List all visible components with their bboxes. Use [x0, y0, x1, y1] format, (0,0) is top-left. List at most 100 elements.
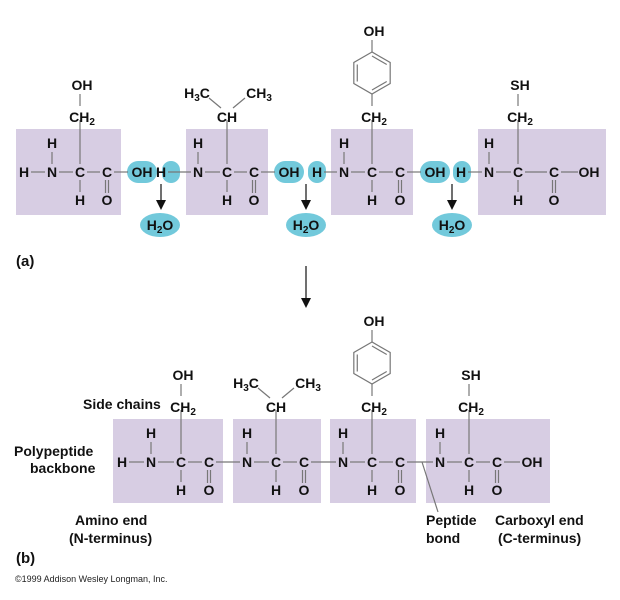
oxygen-atom: O: [299, 482, 310, 498]
amino-acid-box-3: [330, 419, 416, 503]
peptide-bond-label: Peptide: [426, 512, 477, 528]
side-chain-ch: CH: [217, 109, 237, 125]
nitrogen-atom: N: [484, 164, 494, 180]
oxygen-atom: O: [395, 482, 406, 498]
hydrogen-atom: H: [47, 135, 57, 151]
side-chain-h3c: H3C: [233, 375, 259, 394]
copyright: ©1999 Addison Wesley Longman, Inc.: [15, 574, 168, 584]
alpha-carbon: C: [271, 454, 281, 470]
carboxyl-end-label: (C-terminus): [498, 530, 581, 546]
water-molecule: H2O: [147, 217, 174, 236]
carbonyl-carbon: C: [395, 454, 405, 470]
polypeptide-backbone-label: backbone: [30, 460, 96, 476]
carbonyl-carbon: C: [299, 454, 309, 470]
amino-end-label: Amino end: [75, 512, 147, 528]
carboxyl-oh: OH: [579, 164, 600, 180]
nitrogen-atom: N: [193, 164, 203, 180]
hydrogen-atom: H: [484, 135, 494, 151]
polypeptide-backbone-label: Polypeptide: [14, 443, 94, 459]
panel-b-label: (b): [16, 550, 35, 567]
bond-line: [232, 97, 246, 109]
nitrogen-atom: N: [47, 164, 57, 180]
side-chain-oh: OH: [173, 367, 194, 383]
water-highlight: [432, 213, 472, 237]
peptide-bond-label: bond: [426, 530, 460, 546]
carboxyl-end-label: Carboxyl end: [495, 512, 584, 528]
side-chain-ch2: CH2: [458, 399, 484, 418]
arrow-down-icon: [301, 200, 311, 210]
arrow-down-icon: [447, 200, 457, 210]
water-molecule: H2O: [439, 217, 466, 236]
side-chain-sh: SH: [510, 77, 529, 93]
hydrogen-atom: H: [75, 192, 85, 208]
side-chain-ch2: CH2: [361, 399, 387, 418]
side-chain-h3c: H3C: [184, 85, 210, 104]
amino-end-label: (N-terminus): [69, 530, 152, 546]
alpha-carbon: C: [222, 164, 232, 180]
alpha-carbon: C: [367, 164, 377, 180]
hydrogen-atom: H: [117, 454, 127, 470]
peptide-bond-pointer: [421, 461, 439, 513]
oxygen-atom: O: [549, 192, 560, 208]
bond-line: [257, 387, 271, 399]
panel-a-label: (a): [16, 253, 34, 270]
nitrogen-atom: N: [146, 454, 156, 470]
hydrogen-atom: H: [435, 425, 445, 441]
side-chain-sh: SH: [461, 367, 480, 383]
side-chain-ch2: CH2: [170, 399, 196, 418]
bond-line: [371, 370, 388, 381]
h-group-highlight: [308, 161, 326, 183]
hydrogen-group: H: [456, 164, 466, 180]
side-chain-ch3: CH3: [246, 85, 272, 104]
alpha-carbon: C: [367, 454, 377, 470]
bond-line: [371, 345, 388, 356]
side-chain-ch: CH: [266, 399, 286, 415]
hydrogen-atom: H: [513, 192, 523, 208]
side-chain-oh: OH: [72, 77, 93, 93]
hydroxyl-group: OH: [279, 164, 300, 180]
water-highlight: [286, 213, 326, 237]
alpha-carbon: C: [464, 454, 474, 470]
bond-line: [371, 55, 388, 66]
hydrogen-atom: H: [338, 425, 348, 441]
benzene-ring-icon: [353, 51, 391, 95]
bond-line: [208, 97, 222, 109]
nitrogen-atom: N: [435, 454, 445, 470]
oxygen-atom: O: [102, 192, 113, 208]
hydrogen-atom: H: [464, 482, 474, 498]
hydrogen-atom: H: [271, 482, 281, 498]
side-chain-oh: OH: [364, 313, 385, 329]
oxygen-atom: O: [492, 482, 503, 498]
amino-acid-box-4: [426, 419, 550, 503]
h-group-highlight: [453, 161, 471, 183]
bond-line: [371, 80, 388, 91]
carbonyl-carbon: C: [492, 454, 502, 470]
nitrogen-atom: N: [339, 164, 349, 180]
nitrogen-atom: N: [242, 454, 252, 470]
oh-group-highlight: [420, 161, 450, 183]
hydrogen-atom: H: [193, 135, 203, 151]
hydrogen-atom: H: [19, 164, 29, 180]
carboxyl-oh: OH: [522, 454, 543, 470]
oh-group-highlight: [127, 161, 157, 183]
water-molecule: H2O: [293, 217, 320, 236]
benzene-ring-icon: [353, 341, 391, 385]
nitrogen-atom: N: [338, 454, 348, 470]
arrow-down-icon: [156, 200, 166, 210]
hydrogen-atom: H: [176, 482, 186, 498]
carbonyl-carbon: C: [204, 454, 214, 470]
amino-acid-box-2: [233, 419, 321, 503]
hydrogen-atom: H: [367, 192, 377, 208]
side-chains-label: Side chains: [83, 396, 161, 412]
hydroxyl-group: OH: [132, 164, 153, 180]
side-chain-ch3: CH3: [295, 375, 321, 394]
oxygen-atom: O: [395, 192, 406, 208]
carbonyl-carbon: C: [102, 164, 112, 180]
hydroxyl-group: OH: [425, 164, 446, 180]
carbonyl-carbon: C: [249, 164, 259, 180]
hydrogen-atom: H: [367, 482, 377, 498]
carbonyl-carbon: C: [395, 164, 405, 180]
